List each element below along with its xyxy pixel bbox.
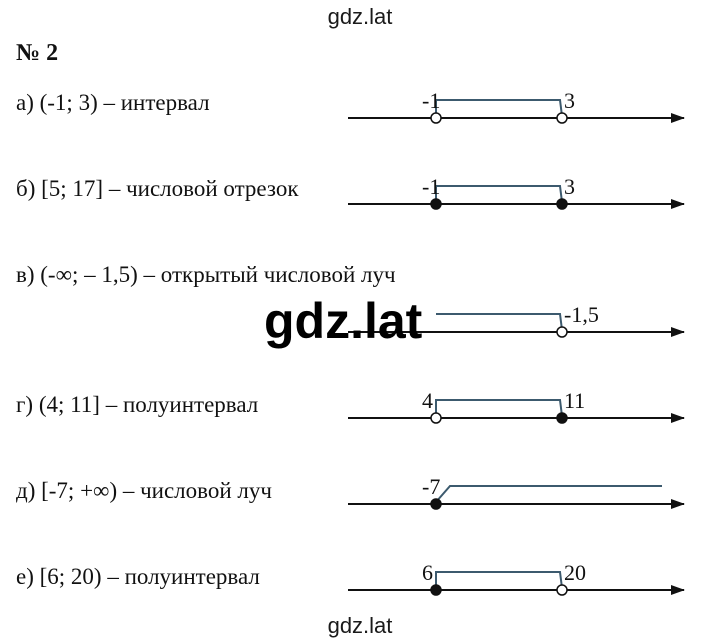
shading-e xyxy=(435,485,662,503)
filled-point-left-f xyxy=(430,584,442,596)
tick-label-right-d: 11 xyxy=(564,388,585,413)
tick-label-right-a: 3 xyxy=(564,88,575,113)
item-label-a: а) (-1; 3) – интервал xyxy=(16,90,210,115)
item-label-b: б) [5; 17] – числовой отрезок xyxy=(16,176,299,201)
shading-c xyxy=(436,313,563,331)
open-point-left-a xyxy=(430,112,442,124)
tick-label-right-c: -1,5 xyxy=(564,302,599,327)
item-label-c: в) (-∞; – 1,5) – открытый числовой луч xyxy=(16,262,396,287)
tick-label-left-f: 6 xyxy=(422,560,433,585)
open-point-left-d xyxy=(430,412,442,424)
filled-point-right-d xyxy=(556,412,568,424)
open-point-right-c xyxy=(556,326,568,338)
watermark-center: gdz.lat xyxy=(264,293,423,349)
tick-label-right-f: 20 xyxy=(564,560,586,585)
shading-a xyxy=(435,99,563,117)
filled-point-right-b xyxy=(556,198,568,210)
tick-label-right-b: 3 xyxy=(564,174,575,199)
item-label-d: г) (4; 11] – полуинтервал xyxy=(16,392,259,417)
item-label-e: д) [-7; +∞) – числовой луч xyxy=(16,478,272,503)
watermark-top: gdz.lat xyxy=(327,4,393,29)
filled-point-left-e xyxy=(430,498,442,510)
watermark-bottom: gdz.lat xyxy=(327,613,393,638)
shading-f xyxy=(435,571,563,589)
filled-point-left-b xyxy=(430,198,442,210)
open-point-right-f xyxy=(556,584,568,596)
shading-b xyxy=(435,185,563,203)
tick-label-left-d: 4 xyxy=(422,388,433,413)
shading-d xyxy=(435,399,563,417)
open-point-right-a xyxy=(556,112,568,124)
tick-label-left-a: -1 xyxy=(422,88,440,113)
item-label-f: е) [6; 20) – полуинтервал xyxy=(16,564,260,589)
task-number: № 2 xyxy=(16,40,59,66)
tick-label-left-b: -1 xyxy=(422,174,440,199)
tick-label-left-e: -7 xyxy=(422,474,440,499)
